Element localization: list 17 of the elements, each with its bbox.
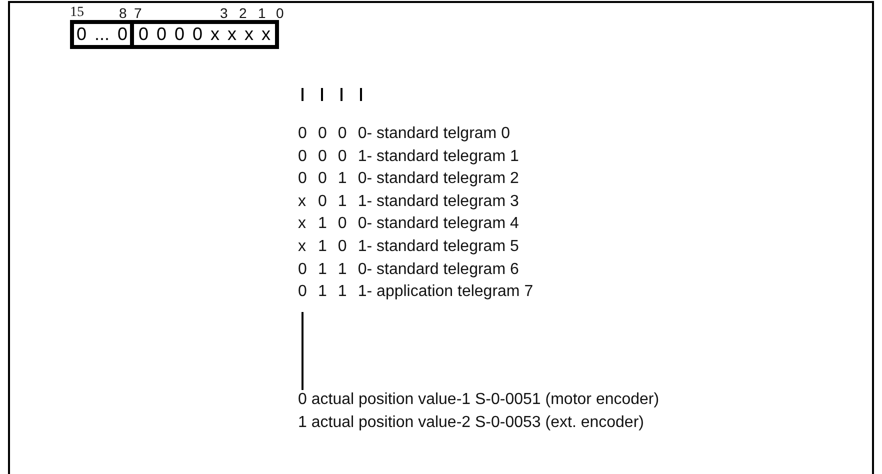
telegram-code-row: x 0 1 1- standard telegram 3	[298, 194, 519, 210]
bit-number: 8	[119, 6, 127, 20]
bit-number: 1	[258, 6, 266, 20]
bit-number: 7	[134, 6, 142, 20]
bit-number: 0	[276, 6, 284, 20]
telegram-code-row: 0 1 1 0- standard telegram 6	[298, 262, 519, 278]
telegram-code-row: 0 1 1 1- application telegram 7	[298, 284, 534, 300]
telegram-code-row: 0 0 0 1- standard telegram 1	[298, 148, 519, 165]
telegram-code-row: x 1 0 0- standard telegram 4	[298, 216, 519, 232]
encoder-option-row: 0 actual position value-1 S-0-0051 (motor encoder)	[298, 392, 660, 408]
encoder-option-row: 1 actual position value-2 S-0-0053 (ext. encoder)	[298, 415, 644, 431]
bit-number: 3	[220, 6, 228, 20]
bit-number: 2	[239, 6, 247, 20]
telegram-code-row: 0 0 0 0- standard telgram 0	[298, 126, 510, 142]
telegram-code-row: 0 0 1 0- standard telegram 2	[298, 171, 519, 188]
telegram-code-row: x 1 0 1- standard telegram 5	[298, 239, 519, 255]
bit-number: 15	[70, 6, 84, 20]
